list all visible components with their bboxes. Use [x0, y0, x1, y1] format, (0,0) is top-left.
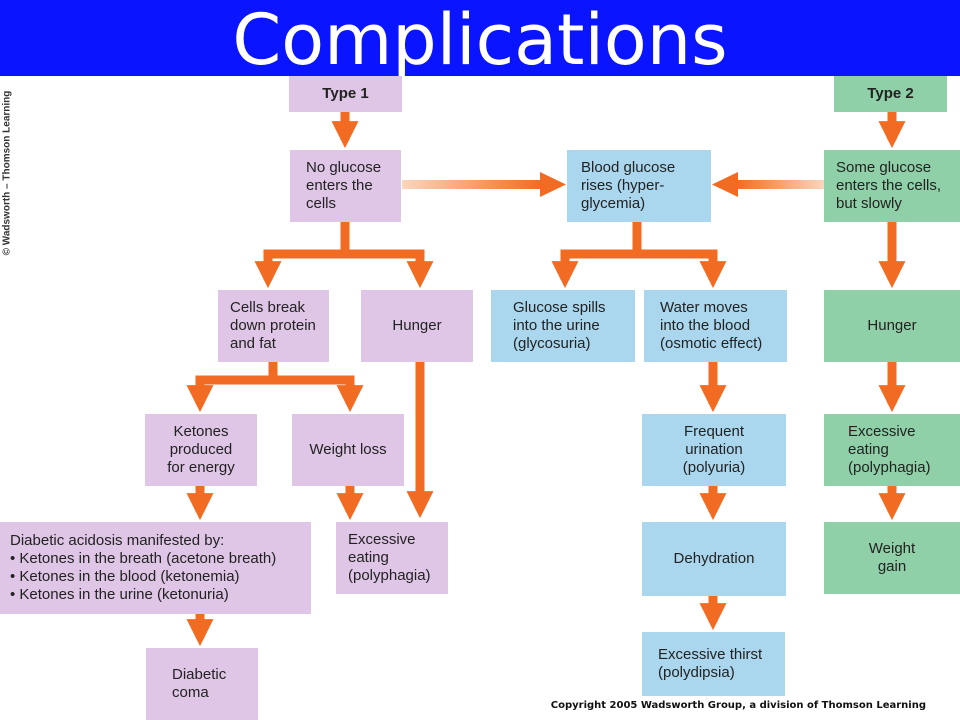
cells-break-label: Cells break down protein and fat — [230, 299, 316, 352]
excessive-thirst-label: Excessive thirst (polydipsia) — [658, 646, 763, 681]
dehydration-box: Dehydration — [642, 522, 786, 596]
arrow-someglucose-to-bloodglucose-head — [712, 172, 738, 197]
hunger1-box: Hunger — [361, 290, 473, 362]
diabetic-coma-box: Diabetic coma — [146, 648, 258, 720]
ketones-box: Ketones produced for energy — [145, 414, 257, 486]
weight-loss-box: Weight loss — [292, 414, 404, 486]
type2-label: Type 2 — [867, 85, 914, 102]
page-title: Complications — [232, 0, 728, 81]
weight-loss-label: Weight loss — [309, 441, 387, 458]
hunger2-box: Hunger — [824, 290, 960, 362]
cells-break-box: Cells break down protein and fat — [218, 290, 329, 362]
type2-box: Type 2 — [834, 76, 947, 112]
ketones-label: Ketones produced for energy — [167, 423, 235, 476]
hunger1-label: Hunger — [392, 317, 442, 334]
type1-label: Type 1 — [322, 85, 369, 102]
weight-gain-label: Weight gain — [868, 540, 916, 575]
arrow-noglucose-to-bloodglucose-head — [540, 172, 566, 197]
arrow-to-ketones — [186, 375, 277, 413]
dehydration-label: Dehydration — [673, 550, 755, 567]
copyright-notice: Copyright 2005 Wadsworth Group, a divisi… — [550, 700, 926, 711]
excessive-eating1-box: Excessive eating (polyphagia) — [336, 522, 448, 594]
weight-gain-box: Weight gain — [824, 522, 960, 594]
no-glucose-box: No glucose enters the cells — [290, 150, 401, 222]
some-glucose-label: Some glucose enters the cells, but slowl… — [836, 159, 942, 212]
blood-glucose-box: Blood glucose rises (hyper- glycemia) — [567, 150, 711, 222]
glucose-spills-label: Glucose spills into the urine (glycosuri… — [513, 299, 606, 352]
hunger2-label: Hunger — [867, 317, 917, 334]
water-moves-box: Water moves into the blood (osmotic effe… — [644, 290, 787, 362]
arrow-to-hunger1 — [341, 249, 434, 289]
excessive-eating1-label: Excessive eating (polyphagia) — [348, 531, 431, 584]
some-glucose-box: Some glucose enters the cells, but slowl… — [824, 150, 960, 222]
water-moves-label: Water moves into the blood (osmotic effe… — [660, 299, 763, 352]
arrow-noglucose-to-bloodglucose-shaft — [402, 180, 542, 189]
excessive-eating2-label: Excessive eating (polyphagia) — [848, 423, 931, 476]
diabetic-acidosis-label: Diabetic acidosis manifested by: • Keton… — [10, 532, 277, 603]
diabetic-acidosis-box: Diabetic acidosis manifested by: • Keton… — [0, 522, 311, 614]
arrow-to-cellsbreak — [254, 249, 349, 289]
frequent-urination-label: Frequent urination (polyuria) — [682, 423, 746, 476]
excessive-thirst-box: Excessive thirst (polydipsia) — [642, 632, 785, 696]
glucose-spills-box: Glucose spills into the urine (glycosuri… — [491, 290, 635, 362]
arrow-to-watermoves — [633, 249, 727, 289]
excessive-eating2-box: Excessive eating (polyphagia) — [824, 414, 960, 486]
arrow-someglucose-to-bloodglucose-shaft — [736, 180, 824, 189]
frequent-urination-box: Frequent urination (polyuria) — [642, 414, 786, 486]
type1-box: Type 1 — [289, 76, 402, 112]
blood-glucose-label: Blood glucose rises (hyper- glycemia) — [581, 159, 676, 212]
arrow-to-glucosespills — [551, 249, 641, 289]
no-glucose-label: No glucose enters the cells — [306, 159, 382, 212]
diabetic-coma-label: Diabetic coma — [172, 666, 227, 701]
title-bar — [0, 0, 960, 76]
arrow-to-weightloss — [269, 375, 364, 413]
